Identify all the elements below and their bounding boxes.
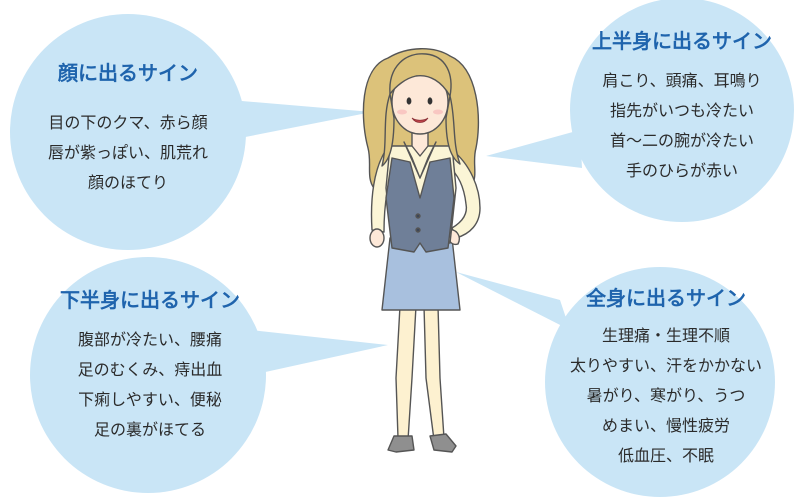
whole-bubble [456, 267, 775, 497]
lower-body-sign-item: 足の裏がほてる [93, 420, 206, 439]
whole-bubble-tail [456, 272, 570, 330]
whole-body-sign-item: めまい、慢性疲労 [601, 416, 730, 435]
upper-bubble-tail [486, 130, 582, 168]
upper-body-sign-item: 指先がいつも冷たい [609, 101, 754, 120]
whole-body-signs-title: 全身に出るサイン [586, 286, 746, 310]
whole-body-sign-item: 低血圧、不眠 [617, 446, 714, 465]
upper-body-signs-title: 上半身に出るサイン [592, 29, 772, 53]
face-sign-item: 唇が紫っぽい、肌荒れ [47, 143, 208, 162]
lower-body-signs-list: 腹部が冷たい、腰痛 足のむくみ、痔出血 下痢しやすい、便秘 足の裏がほてる [40, 325, 260, 445]
whole-body-sign-item: 生理痛・生理不順 [601, 326, 730, 345]
face-signs-section: 顔に出るサイン 目の下のクマ、赤ら顔 唇が紫っぽい、肌荒れ 顔のほてり [18, 60, 238, 198]
face-bubble [10, 14, 372, 250]
face-signs-list: 目の下のクマ、赤ら顔 唇が紫っぽい、肌荒れ 顔のほてり [18, 108, 238, 198]
upper-bubble-circle [570, 0, 794, 222]
whole-body-sign-item: 暑がり、寒がり、うつ [586, 386, 746, 405]
woman-illustration [362, 48, 481, 453]
upper-body-sign-item: 肩こり、頭痛、耳鳴り [602, 71, 762, 90]
lower-bubble-tail [250, 330, 388, 375]
lower-bubble [30, 257, 388, 493]
upper-body-sign-item: 首〜二の腕が冷たい [609, 131, 754, 150]
lower-body-sign-item: 足のむくみ、痔出血 [77, 360, 223, 379]
lower-body-signs-section: 下半身に出るサイン 腹部が冷たい、腰痛 足のむくみ、痔出血 下痢しやすい、便秘 … [40, 287, 260, 445]
face-bubble-circle [10, 14, 246, 250]
face-signs-title: 顔に出るサイン [58, 61, 198, 85]
upper-bubble [486, 0, 794, 222]
lower-bubble-circle [30, 257, 266, 493]
upper-body-sign-item: 手のひらが赤い [625, 161, 738, 180]
whole-body-sign-item: 太りやすい、汗をかかない [569, 356, 762, 375]
whole-bubble-circle [545, 267, 775, 497]
face-sign-item: 目の下のクマ、赤ら顔 [48, 113, 208, 132]
upper-body-signs-list: 肩こり、頭痛、耳鳴り 指先がいつも冷たい 首〜二の腕が冷たい 手のひらが赤い [572, 66, 792, 186]
whole-body-signs-section: 全身に出るサイン 生理痛・生理不順 太りやすい、汗をかかない 暑がり、寒がり、う… [546, 285, 786, 471]
lower-body-sign-item: 下痢しやすい、便秘 [78, 390, 222, 409]
whole-body-signs-list: 生理痛・生理不順 太りやすい、汗をかかない 暑がり、寒がり、うつ めまい、慢性疲… [546, 321, 786, 471]
face-sign-item: 顔のほてり [87, 173, 168, 192]
lower-body-signs-title: 下半身に出るサイン [60, 288, 240, 312]
upper-body-signs-section: 上半身に出るサイン 肩こり、頭痛、耳鳴り 指先がいつも冷たい 首〜二の腕が冷たい… [572, 28, 792, 186]
lower-body-sign-item: 腹部が冷たい、腰痛 [77, 330, 222, 349]
face-bubble-tail [230, 100, 372, 140]
